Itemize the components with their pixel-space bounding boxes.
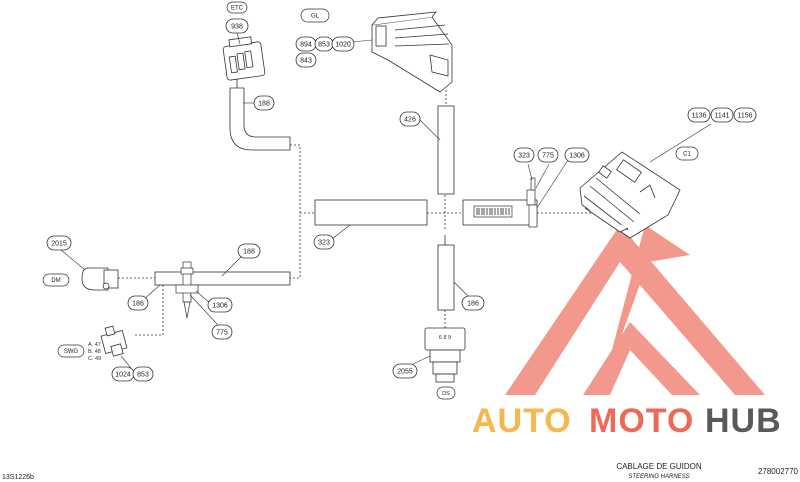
svg-text:2055: 2055: [397, 368, 413, 375]
svg-text:2015: 2015: [51, 240, 67, 247]
watermark-auto: AUTO: [472, 402, 572, 440]
callout-swg-1024: 1024: [111, 366, 135, 382]
watermark-moto: MOTO: [589, 402, 694, 440]
ds-connector: [424, 327, 466, 383]
callout-426: 426: [399, 111, 421, 127]
callout-775-right: 775: [537, 147, 559, 163]
tie-wrap-right: [526, 177, 538, 228]
label-etc: ETC: [226, 1, 248, 14]
c1-connector: [579, 151, 681, 239]
callout-323-right: 323: [513, 147, 535, 163]
sleeve-323-center: [314, 199, 428, 226]
label-c1: C1: [675, 146, 699, 161]
svg-text:1306: 1306: [569, 152, 585, 159]
watermark-logo: [505, 225, 765, 395]
svg-text:GL: GL: [311, 14, 320, 20]
sleeve-188-mid: [154, 271, 291, 286]
callout-188-top: 188: [253, 95, 275, 111]
svg-text:853: 853: [137, 371, 149, 378]
svg-text:894: 894: [300, 41, 312, 48]
svg-text:186: 186: [467, 300, 479, 307]
svg-text:C. 49: C. 49: [88, 356, 101, 362]
svg-text:323: 323: [318, 239, 330, 246]
sleeve-186-ds: [437, 244, 455, 311]
svg-text:188: 188: [258, 100, 270, 107]
callout-c1-1136: 1136: [687, 107, 711, 123]
svg-text:323: 323: [518, 152, 530, 159]
label-ds: DS: [436, 386, 456, 400]
part-number: 278002770: [758, 467, 799, 476]
svg-text:426: 426: [404, 116, 416, 123]
svg-text:938: 938: [231, 23, 243, 30]
swg-connector: [100, 325, 128, 357]
svg-text:775: 775: [542, 152, 554, 159]
svg-text:1024: 1024: [115, 371, 131, 378]
dm-connector: [81, 267, 119, 291]
callout-1306-right: 1306: [564, 147, 590, 163]
svg-text:B. 48: B. 48: [88, 349, 101, 355]
svg-text:1136: 1136: [691, 112, 706, 119]
harness-title-fr: CABLAGE DE GUIDON: [616, 462, 702, 471]
callout-ds-2055: 2055: [392, 363, 418, 379]
svg-text:1020: 1020: [335, 41, 351, 48]
svg-text:186: 186: [132, 300, 144, 307]
callout-gl-843: 843: [295, 52, 317, 68]
label-gl: GL: [300, 8, 330, 23]
callout-swg-853: 853: [132, 366, 154, 382]
callout-gl-853: 853: [314, 36, 334, 52]
svg-text:188: 188: [243, 248, 255, 255]
sleeve-188-etc: [229, 87, 291, 151]
label-dm: DM: [42, 273, 70, 287]
callout-188-mid: 188: [237, 243, 261, 259]
harness-lines: [118, 75, 600, 336]
etc-connector: [222, 36, 266, 81]
callout-775-left: 775: [211, 324, 233, 340]
harness-title-en: STEERING HARNESS: [628, 474, 689, 480]
drawing-code: 13S1226b: [2, 474, 34, 481]
callout-dm-2015: 2015: [46, 235, 72, 251]
gl-connector: [371, 11, 453, 93]
callout-etc-938: 938: [225, 18, 249, 34]
callout-c1-1141: 1141: [710, 107, 734, 123]
label-swg: SWG: [57, 344, 85, 358]
svg-text:1306: 1306: [212, 302, 228, 309]
callout-c1-1156: 1156: [733, 107, 757, 123]
svg-text:1141: 1141: [714, 112, 729, 119]
watermark-wordmark: AUTO MOTO HUB: [472, 402, 782, 440]
svg-text:775: 775: [216, 329, 228, 336]
svg-text:1156: 1156: [737, 112, 752, 119]
svg-text:SWG: SWG: [64, 349, 79, 355]
svg-text:DS: DS: [442, 391, 450, 397]
barcode-label: [473, 205, 513, 218]
callout-1306-left: 1306: [207, 297, 233, 313]
callout-gl-894: 894: [295, 36, 317, 52]
svg-text:DM: DM: [51, 278, 60, 284]
tie-wrap-left: [175, 261, 199, 319]
watermark-hub: HUB: [705, 402, 782, 440]
svg-text:853: 853: [318, 41, 330, 48]
callout-186-right: 186: [461, 295, 485, 311]
svg-text:ETC: ETC: [231, 6, 244, 12]
callout-186-left: 186: [127, 295, 149, 311]
callout-gl-1020: 1020: [331, 36, 355, 52]
ds-pin-numbers: 6 8 9: [439, 335, 451, 341]
swg-pin-list: A. 47 B. 48 C. 49: [88, 342, 101, 362]
svg-text:A. 47: A. 47: [88, 342, 101, 348]
callout-323-center: 323: [313, 234, 335, 250]
svg-text:843: 843: [300, 57, 312, 64]
sleeve-426: [437, 105, 455, 195]
svg-text:C1: C1: [683, 152, 691, 158]
sleeves: [154, 87, 538, 311]
